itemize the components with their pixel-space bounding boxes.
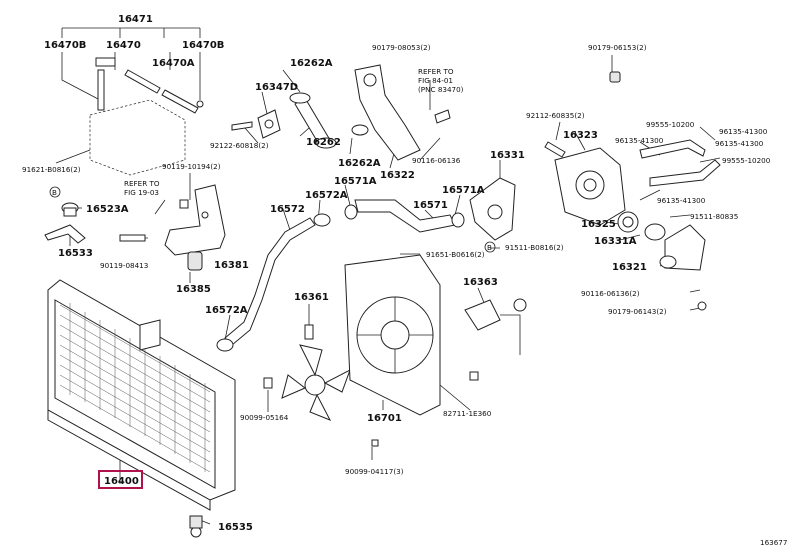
water-inlet-16323[interactable] — [544, 71, 626, 226]
label-90179-06153: 90179-06153(2) — [588, 43, 647, 52]
label-90179-08053: 90179-08053(2) — [372, 43, 431, 52]
label-16381: 16381 — [214, 260, 249, 271]
thermostat-16331A[interactable] — [644, 223, 666, 241]
water-outlet-16322[interactable] — [351, 64, 451, 161]
hose-16571[interactable] — [354, 199, 465, 233]
radiator-16400[interactable] — [47, 279, 236, 538]
label-16572: 16572 — [270, 204, 305, 215]
reservoir-16470-dashed — [89, 57, 204, 176]
label-fig-84: FIG 84-01 — [418, 76, 453, 85]
label-96135-d: 96135-41300 — [657, 196, 706, 205]
circle-B-left — [49, 186, 61, 198]
label-16571: 16571 — [413, 200, 448, 211]
label-16361: 16361 — [294, 292, 329, 303]
label-91621: 91621-B0816(2) — [22, 165, 81, 174]
label-16363: 16363 — [463, 277, 498, 288]
bracket-16533[interactable] — [44, 224, 86, 244]
label-90116-06136: 90116-06136 — [412, 156, 461, 165]
label-90099-04117: 90099-04117(3) — [345, 467, 404, 476]
label-16347D: 16347D — [255, 82, 298, 93]
housing-16331[interactable] — [469, 177, 516, 241]
label-16331: 16331 — [490, 150, 525, 161]
label-16533: 16533 — [58, 248, 93, 259]
label-16572A-bot: 16572A — [205, 305, 248, 316]
label-16331A: 16331A — [594, 236, 637, 247]
label-B-right: B — [487, 243, 492, 252]
label-16571A-1: 16571A — [334, 176, 377, 187]
label-16535: 16535 — [218, 522, 253, 533]
label-pnc-84: (PNC 83470) — [418, 85, 464, 94]
label-16470A: 16470A — [152, 58, 195, 69]
label-92112: 92112-60835(2) — [526, 111, 585, 120]
label-91511-B0816: 91511-B0816(2) — [505, 243, 564, 252]
label-16571A-2: 16571A — [442, 185, 485, 196]
label-16523A: 16523A — [86, 204, 129, 215]
gasket-16347D[interactable] — [231, 109, 281, 139]
label-16262A-top: 16262A — [290, 58, 333, 69]
label-90099-05164: 90099-05164 — [240, 413, 289, 422]
label-90119-10194: 90119-10194(2) — [162, 162, 221, 171]
label-16322: 16322 — [380, 170, 415, 181]
label-16470B-right: 16470B — [182, 40, 224, 51]
hose-16262[interactable] — [289, 92, 337, 149]
label-16572A-top: 16572A — [305, 190, 348, 201]
label-90116-06136-2: 90116-06136(2) — [581, 289, 640, 298]
part-labels: 16471 16470B 16470 16470B 16470A 91621-B… — [22, 14, 787, 547]
label-16262: 16262 — [306, 137, 341, 148]
circle-B-right — [484, 241, 496, 253]
cap-16523A[interactable] — [61, 202, 79, 217]
label-16323: 16323 — [563, 130, 598, 141]
gasket-16325[interactable] — [617, 211, 639, 233]
label-91511-80835: 91511-80835 — [690, 212, 738, 221]
label-16385: 16385 — [176, 284, 211, 295]
label-16262A-mid: 16262A — [338, 158, 381, 169]
label-16325: 16325 — [581, 219, 616, 230]
label-92122: 92122-60818(2) — [210, 141, 269, 150]
label-16321: 16321 — [612, 262, 647, 273]
radiator-core-fins — [59, 303, 211, 473]
fan-shroud-16701[interactable] — [344, 254, 441, 416]
label-16470B-mid: 16470 — [106, 40, 141, 51]
label-16400[interactable]: 16400 — [104, 476, 139, 487]
fan-motor-16363[interactable] — [464, 298, 527, 381]
label-16471: 16471 — [118, 14, 153, 25]
label-96135-a: 96135-41300 — [719, 127, 768, 136]
hoses-99555[interactable] — [639, 139, 721, 187]
label-96135-c: 96135-41300 — [715, 139, 764, 148]
label-99555-top: 99555-10200 — [646, 120, 695, 129]
label-82711: 82711-1E360 — [443, 409, 492, 418]
label-fig-19: FIG 19-03 — [124, 188, 159, 197]
label-99555-bot: 99555-10200 — [722, 156, 771, 165]
clip-90099-05164[interactable] — [263, 377, 273, 389]
label-16701: 16701 — [367, 413, 402, 424]
label-91651: 91651-B0616(2) — [426, 250, 485, 259]
label-96135-b: 96135-41300 — [615, 136, 664, 145]
screw-90099-04117[interactable] — [371, 439, 379, 447]
hose-16572[interactable] — [216, 204, 358, 352]
label-90179-06143: 90179-06143(2) — [608, 307, 667, 316]
housing-16321[interactable] — [659, 224, 707, 311]
label-16470B-left: 16470B — [44, 40, 86, 51]
highlight-box-16400 — [98, 470, 143, 489]
bracket-16381[interactable] — [119, 184, 226, 271]
label-90119-08413: 90119-08413 — [100, 261, 148, 270]
label-B-left: B — [52, 188, 57, 197]
fan-16361[interactable] — [281, 324, 351, 421]
label-refer-19: REFER TO — [124, 179, 160, 188]
label-refer-84: REFER TO — [418, 67, 454, 76]
image-code: 163677 — [760, 538, 787, 547]
